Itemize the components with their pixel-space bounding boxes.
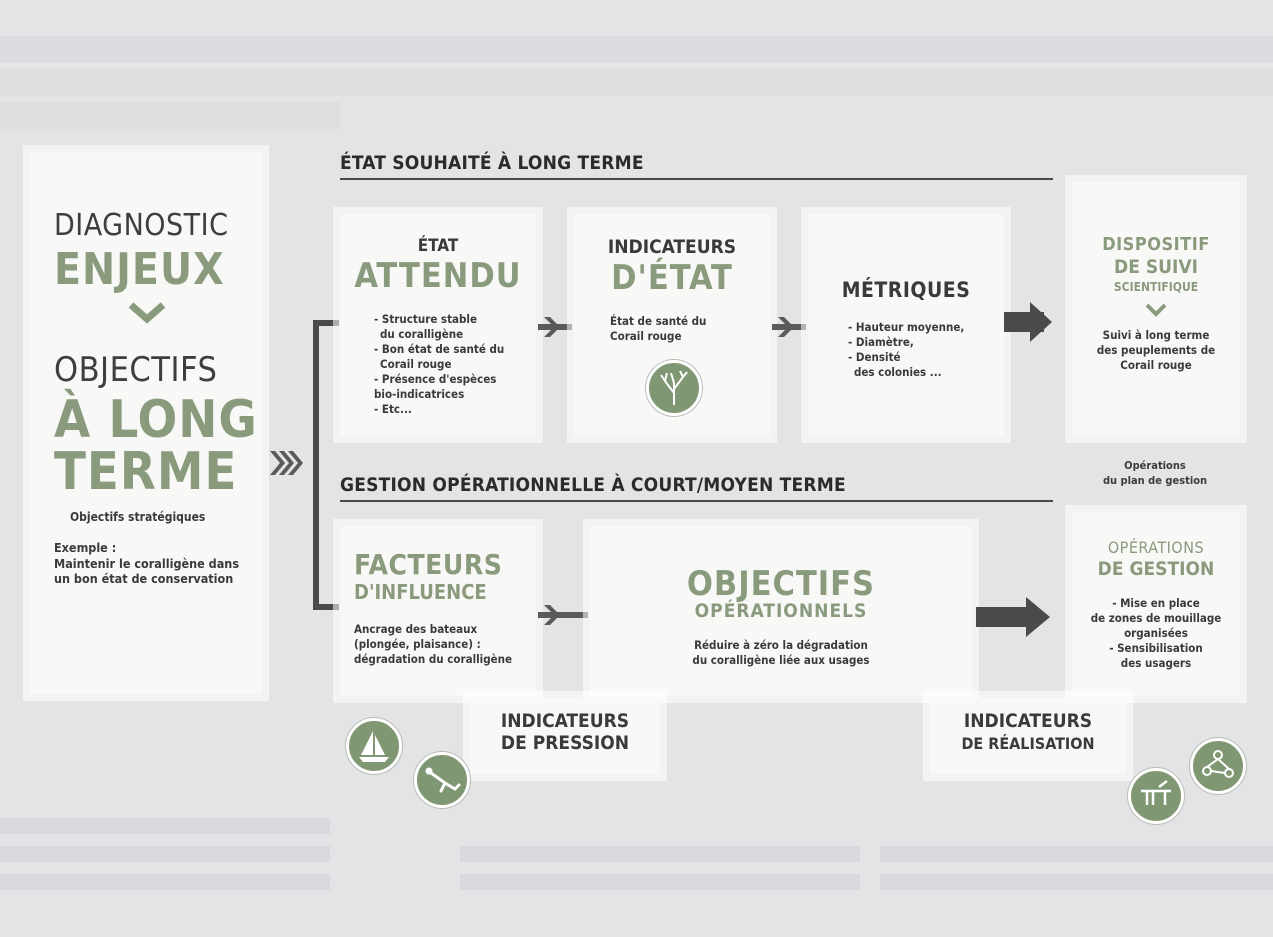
scientifique-title: SCIENTIFIQUE <box>1113 280 1199 294</box>
indicateurs-etat-text: État de santé du Corail rouge <box>610 314 707 343</box>
indicateurs-pression-box: INDICATEURS DE PRESSION <box>470 698 660 774</box>
diagnostic-box: DIAGNOSTIC ENJEUX OBJECTIFS À LONG TERME… <box>30 152 262 694</box>
d-etat-title: D'ÉTAT <box>611 258 733 298</box>
indicateurs-realisation-t1: INDICATEURS <box>963 710 1093 732</box>
indicateurs-pression-t1: INDICATEURS <box>500 710 630 732</box>
etat-attendu-box: ÉTAT ATTENDU - Structure stable du coral… <box>340 214 536 436</box>
indicateurs-realisation-box: INDICATEURS DE RÉALISATION <box>930 698 1126 774</box>
operations-gestion-list: - Mise en place de zones de mouillage or… <box>1090 596 1222 670</box>
a-long-title: À LONG <box>54 390 258 450</box>
metriques-list: - Hauteur moyenne, - Diamètre, - Densité… <box>848 320 965 379</box>
enjeux-title: ENJEUX <box>54 244 225 295</box>
metriques-box: MÉTRIQUES - Hauteur moyenne, - Diamètre,… <box>808 214 1004 436</box>
etat-title: ÉTAT <box>417 236 459 256</box>
indicateurs-realisation-t2: DE RÉALISATION <box>961 734 1095 753</box>
metriques-title: MÉTRIQUES <box>841 278 971 302</box>
background-text-top <box>0 28 1273 138</box>
terme-title: TERME <box>54 442 238 502</box>
background-text-bottom <box>0 800 1273 930</box>
etat-list: - Structure stable du coralligène - Bon … <box>374 312 505 416</box>
diver-icon <box>414 752 470 808</box>
triple-arrow-left <box>270 448 304 478</box>
arrow-right-2 <box>772 316 808 338</box>
sailboat-icon <box>346 718 402 774</box>
de-suivi-title: DE SUIVI <box>1114 256 1198 278</box>
objectifs-strategiques-label: Objectifs stratégiques <box>70 510 206 524</box>
coral-icon <box>646 360 702 416</box>
operations-gestion-box: OPÉRATIONS DE GESTION - Mise en place de… <box>1072 512 1240 696</box>
dispositif-suivi-box: DISPOSITIF DE SUIVI SCIENTIFIQUE Suivi à… <box>1072 182 1240 436</box>
facteurs-text: Ancrage des bateaux (plongée, plaisance)… <box>354 622 513 666</box>
indicateurs-pression-t2: DE PRESSION <box>500 732 630 754</box>
operationnels-title: OPÉRATIONNELS <box>694 600 868 622</box>
dispositif-text: Suivi à long terme des peuplements de Co… <box>1096 328 1216 372</box>
de-gestion-title: DE GESTION <box>1097 558 1215 580</box>
objectifs-op-text: Réduire à zéro la dégradation du coralli… <box>692 638 870 667</box>
facteurs-title: FACTEURS <box>354 548 503 581</box>
indicateurs-etat-title: INDICATEURS <box>607 236 737 258</box>
bracket-connector <box>313 320 339 610</box>
operations-title: OPÉRATIONS <box>1107 538 1205 557</box>
indicateurs-etat-box: INDICATEURS D'ÉTAT État de santé du Cora… <box>574 214 770 436</box>
objectifs-operationnels-box: OBJECTIFS OPÉRATIONNELS Réduire à zéro l… <box>590 526 972 696</box>
arrow-right-big-top <box>1004 302 1056 342</box>
attendu-title: ATTENDU <box>354 256 522 296</box>
bottom-section-rule <box>340 500 1053 502</box>
arrow-right-big-bottom <box>976 597 1054 637</box>
arrow-right-3 <box>538 604 590 626</box>
exemple-text: Maintenir le coralligène dans un bon éta… <box>54 556 240 586</box>
dispositif-title: DISPOSITIF <box>1102 234 1210 255</box>
objectifs-op-title: OBJECTIFS <box>686 564 876 604</box>
top-section-title: ÉTAT SOUHAITÉ À LONG TERME <box>340 152 644 174</box>
d-influence-title: D'INFLUENCE <box>354 580 487 604</box>
facteurs-influence-box: FACTEURS D'INFLUENCE Ancrage des bateaux… <box>340 526 536 696</box>
diagnostic-title: DIAGNOSTIC <box>54 208 229 243</box>
chevron-down-icon <box>127 300 167 330</box>
mooring-buoy-icon <box>1128 768 1184 824</box>
chevron-down-icon <box>1144 302 1168 322</box>
bottom-section-title: GESTION OPÉRATIONNELLE À COURT/MOYEN TER… <box>340 474 846 496</box>
map-network-icon <box>1190 738 1246 794</box>
exemple-label: Exemple : <box>54 540 117 555</box>
arrow-right-1 <box>538 316 574 338</box>
operations-plan-note: Opérations du plan de gestion <box>1102 459 1208 487</box>
objectifs-title: OBJECTIFS <box>54 350 218 390</box>
top-section-rule <box>340 178 1053 180</box>
